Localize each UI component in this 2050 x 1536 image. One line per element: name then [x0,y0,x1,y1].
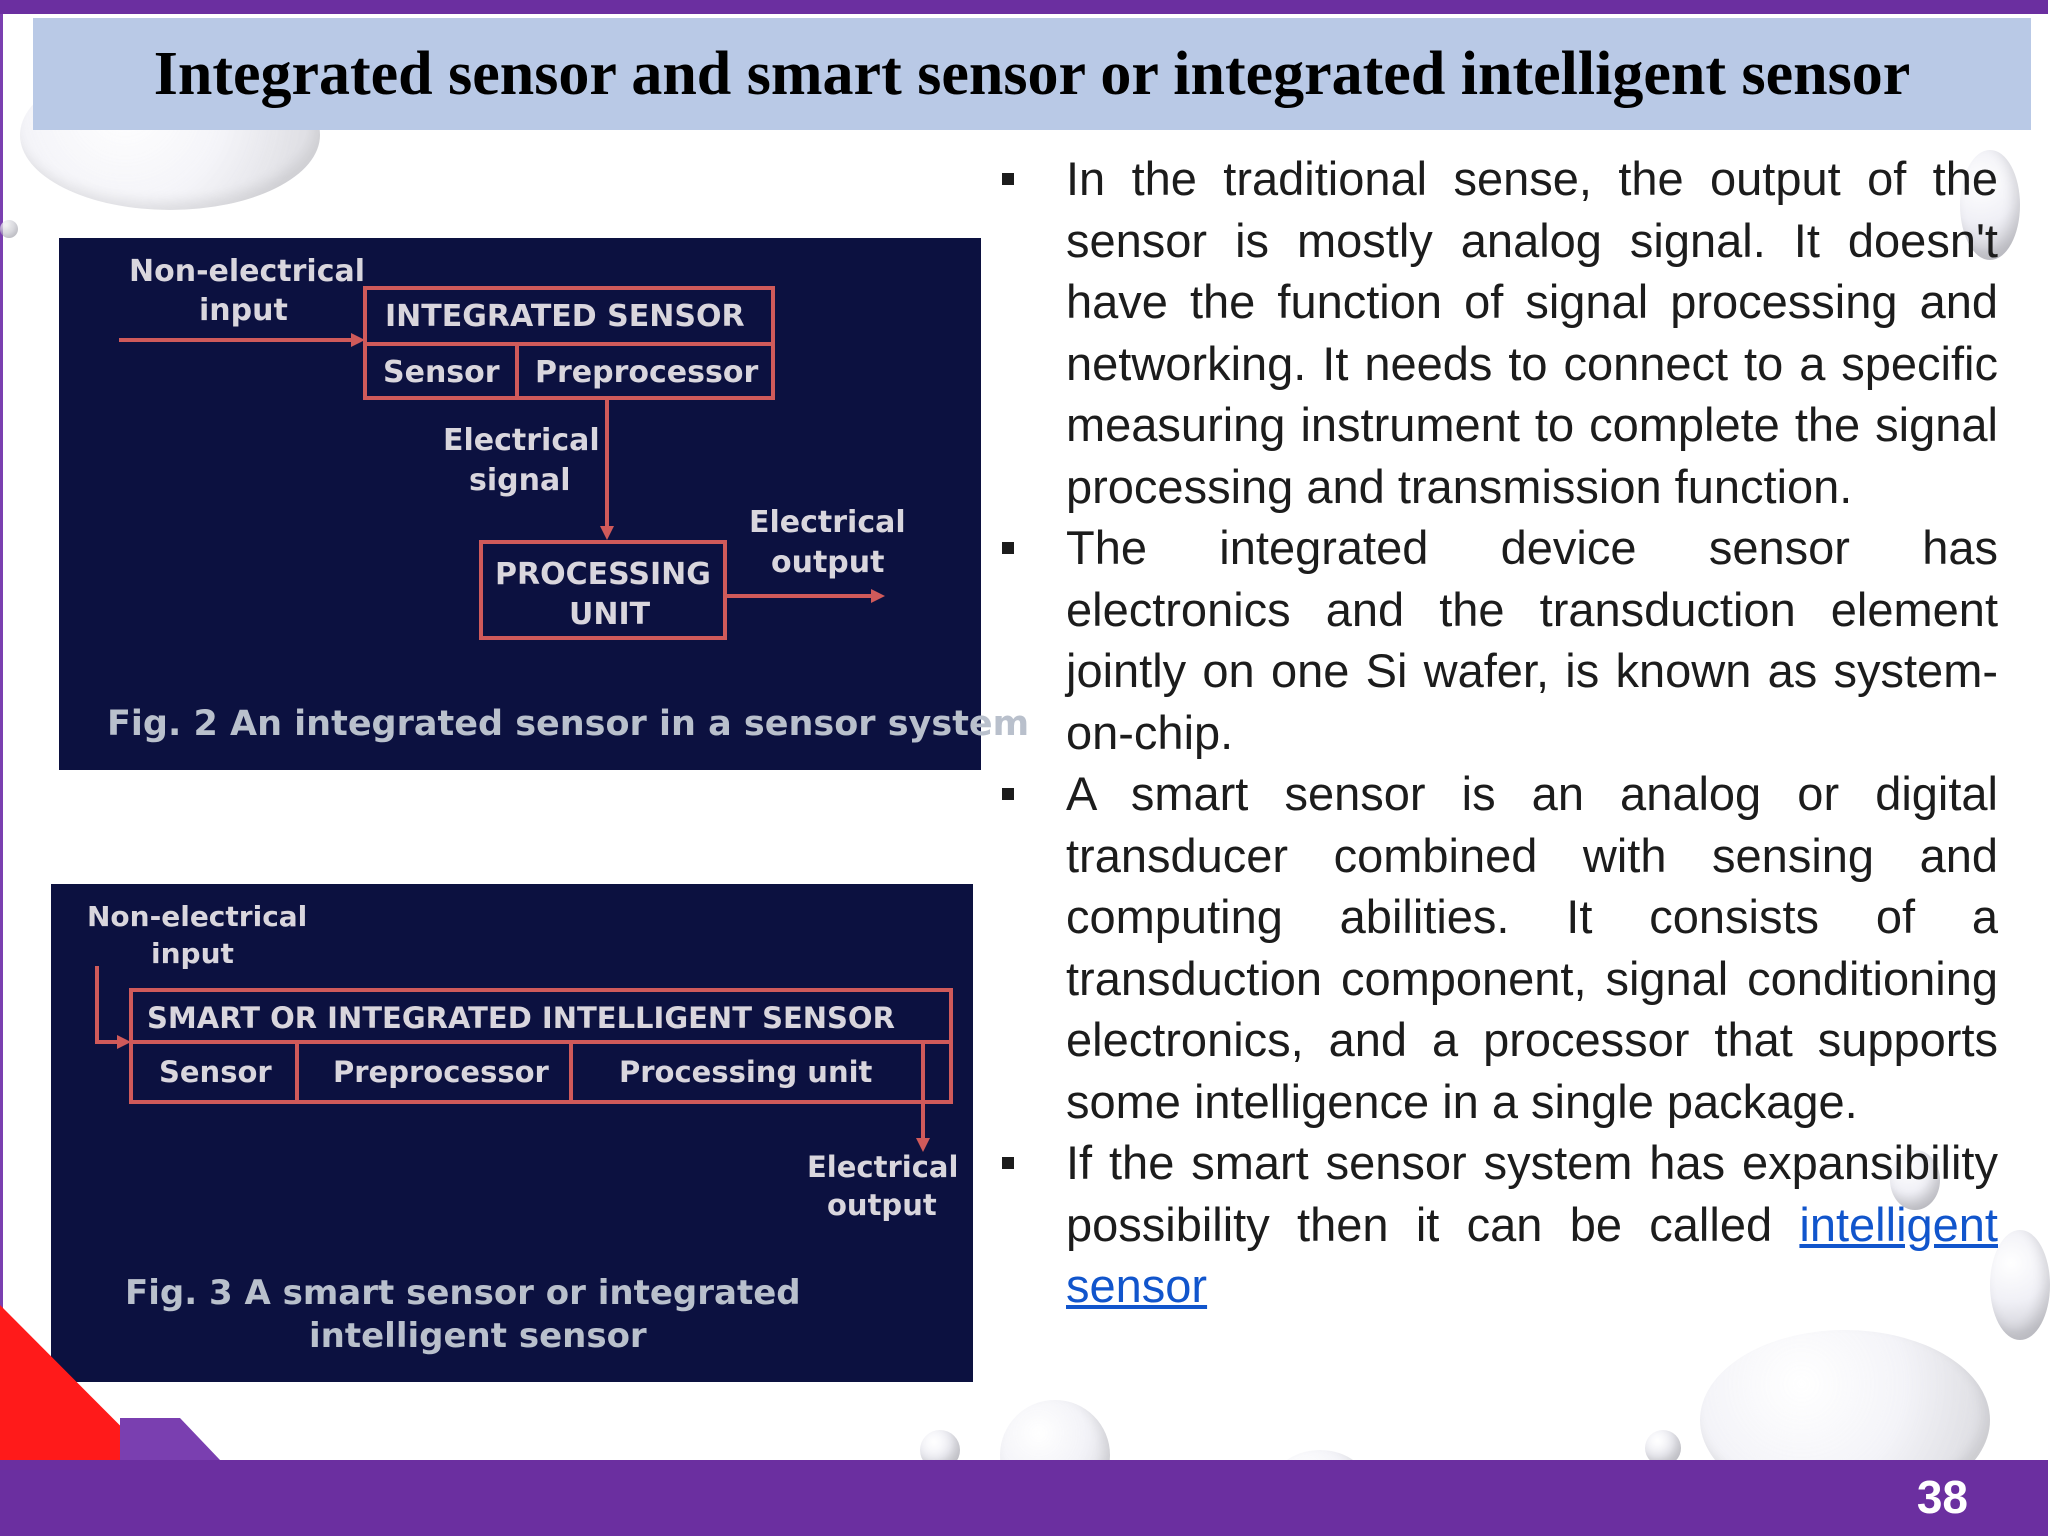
fig3-output-arrow [921,1040,951,1144]
fig3-output-label: Electrical [807,1150,958,1184]
fig2-cell-sensor: Sensor [383,355,500,390]
fig3-cell-processing: Processing unit [619,1055,873,1089]
fig3-cell-sensor: Sensor [159,1055,272,1089]
fig2-cell-preprocessor: Preprocessor [535,355,758,390]
fig2-input-label: input [199,293,288,328]
fig2-arrowhead [871,589,885,603]
bubble-decoration [1960,150,2020,260]
left-accent-line [0,14,3,1444]
bullet-text: If the smart sensor system has expansibi… [1066,1136,1998,1251]
slide-title: Integrated sensor and smart sensor or in… [153,39,1911,108]
title-band: Integrated sensor and smart sensor or in… [33,18,2031,130]
fig2-arrowhead [351,333,365,347]
fig3-input-arrow [95,966,123,1044]
figure-2-integrated-sensor: Non-electrical input INTEGRATED SENSOR S… [59,238,1029,770]
bullet-text: A smart sensor is an analog or digital t… [1066,767,1998,1128]
fig2-box-title: INTEGRATED SENSOR [385,299,745,334]
bullet-list: In the traditional sense, the output of … [1000,148,1998,1317]
fig3-caption: Fig. 3 A smart sensor or integrated [125,1273,801,1313]
square-bullet-icon [1002,1157,1014,1169]
bubble-decoration [1990,1230,2050,1340]
fig3-input-label: input [151,937,234,970]
bullet-item: In the traditional sense, the output of … [1000,148,1998,517]
square-bullet-icon [1002,788,1014,800]
fig2-output-label: Electrical [749,505,906,540]
square-bullet-icon [1002,542,1014,554]
fig3-arrowhead [117,1035,131,1049]
fig2-input-label: Non-electrical [129,254,365,289]
fig2-signal-label: Electrical [443,423,600,458]
fig2-arrowhead [600,526,614,540]
fig3-box-title: SMART OR INTEGRATED INTELLIGENT SENSOR [147,1001,895,1035]
fig3-cell-preprocessor: Preprocessor [333,1055,550,1089]
bubble-decoration [1890,1150,1940,1210]
fig3-caption: intelligent sensor [309,1316,647,1356]
fig3-smart-sensor-box [129,988,953,1104]
fig3-input-label: Non-electrical [87,900,307,933]
bullet-item: If the smart sensor system has expansibi… [1000,1132,1998,1317]
figure-3-smart-sensor: Non-electrical input SMART OR INTEGRATED… [51,884,973,1382]
fig2-signal-label: signal [469,463,571,498]
top-accent-bar [0,0,2048,14]
bullet-text: The integrated device sensor has electro… [1066,521,1998,759]
bullet-text: In the traditional sense, the output of … [1066,152,1998,513]
bullet-item: A smart sensor is an analog or digital t… [1000,763,1998,1132]
fig2-processing-label: PROCESSING [495,557,711,592]
fig2-processing-unit-box [479,540,727,640]
fig2-processing-label: UNIT [569,597,651,632]
bullet-item: The integrated device sensor has electro… [1000,517,1998,763]
bubble-decoration [0,220,18,238]
fig2-caption: Fig. 2 An integrated sensor in a sensor … [107,704,1029,744]
page-number: 38 [1916,1471,1968,1523]
intelligent-sensor-link[interactable]: intelligent sensor [1066,1197,1998,1313]
fig2-output-label: output [771,545,884,580]
fig3-arrowhead [916,1138,930,1152]
bottom-accent-bar [0,1460,2048,1536]
fig3-output-label: output [827,1188,937,1222]
bottom-accent-step [120,1418,220,1460]
square-bullet-icon [1002,173,1014,185]
